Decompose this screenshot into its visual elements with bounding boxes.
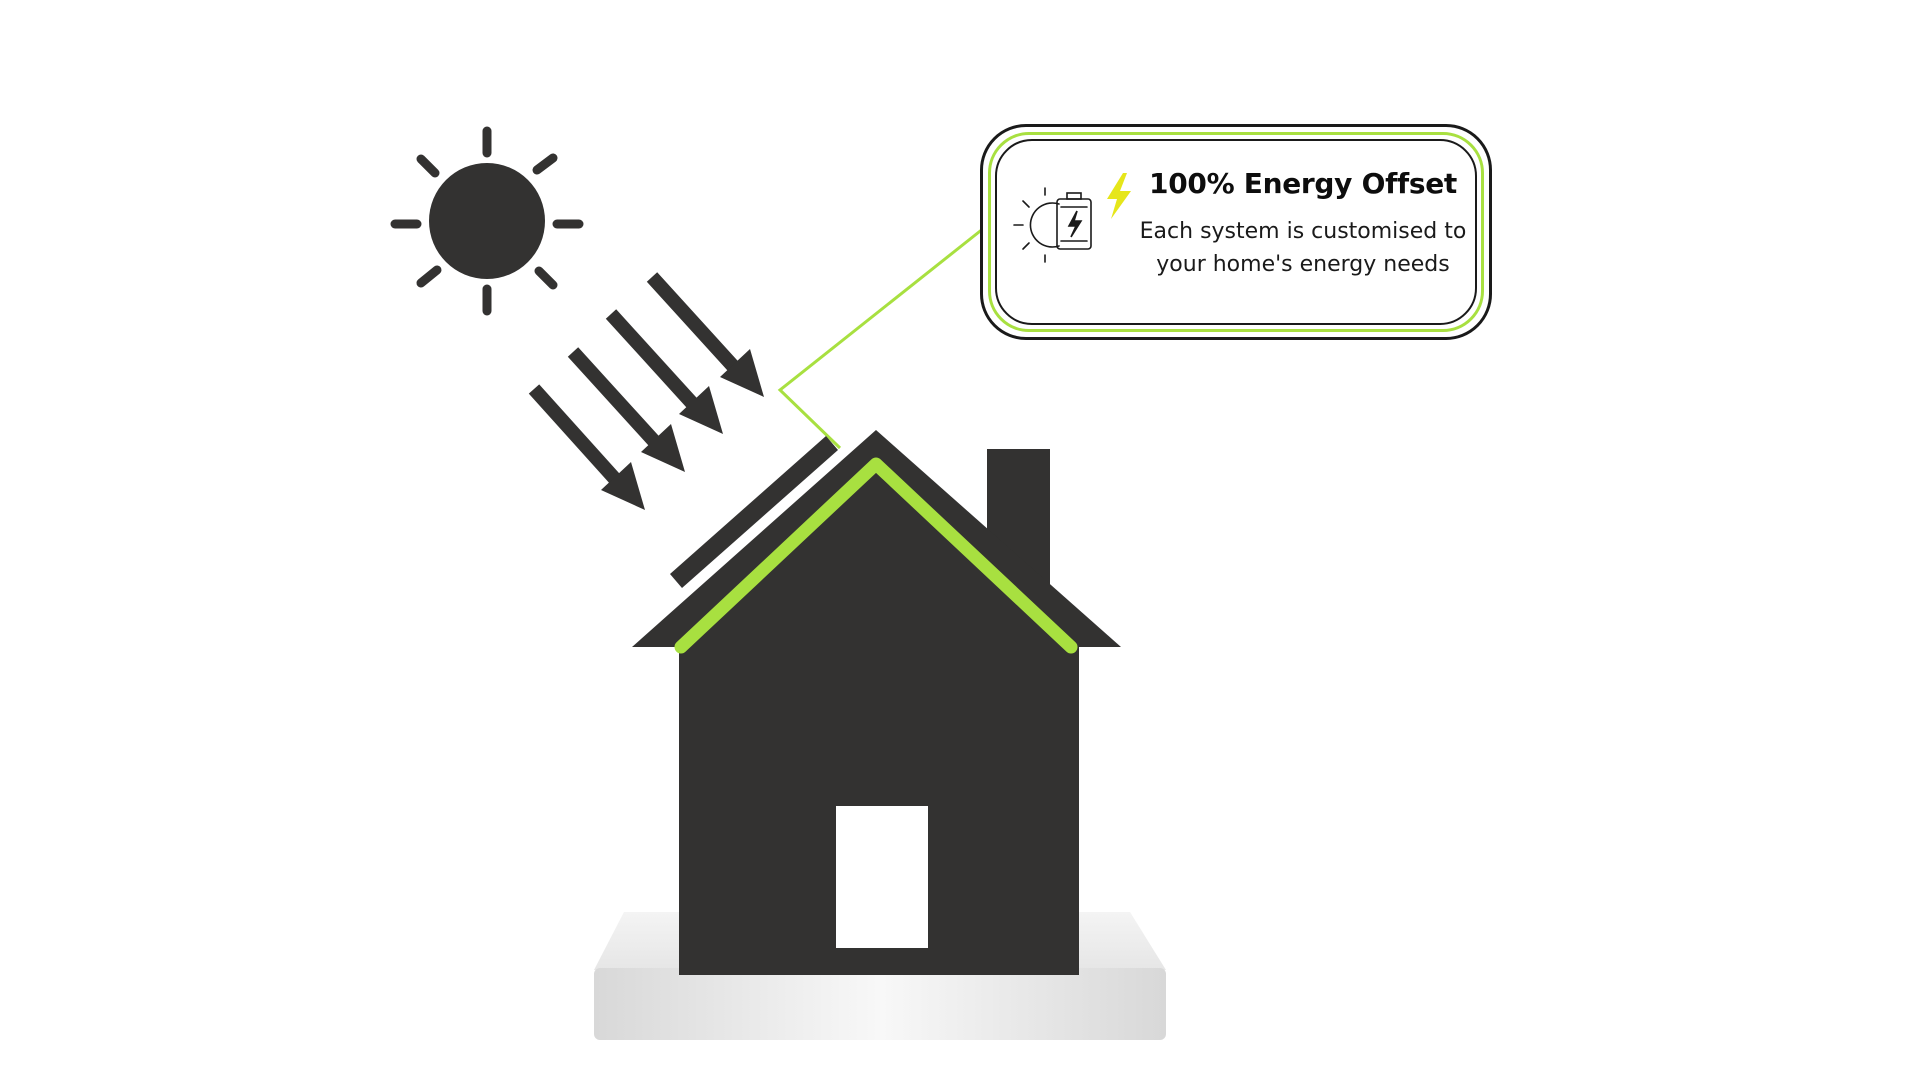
callout-description: Each system is customised to your home's… [1139,219,1467,277]
solar-battery-icon [1013,187,1092,263]
lightning-bolt-icon [1107,173,1131,219]
door [836,806,928,948]
arrow-1 [528,384,645,510]
solar-panel-icon [670,436,838,588]
callout-border [988,132,1484,332]
callout-connector [777,226,985,450]
sunlight-arrows-icon [528,272,764,510]
energy-offset-callout: 100% Energy Offset Each system is custom… [980,124,1492,340]
arrow-3 [605,309,723,434]
arrow-2 [567,347,685,472]
sun-icon [390,126,584,316]
callout-title: 100% Energy Offset [1149,167,1457,200]
house-icon [632,430,1121,975]
arrow-4 [646,272,764,397]
